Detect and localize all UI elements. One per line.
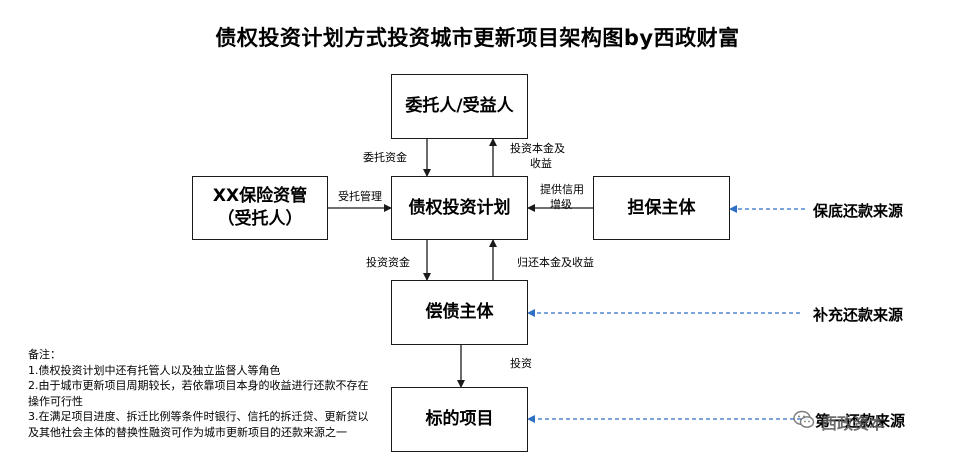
manager-box: XX保险资管 （受托人） [192, 176, 328, 240]
source-supplement: 补充还款来源 [813, 306, 904, 324]
notes-item-1: 1.债权投资计划中还有托管人以及独立监督人等角色 [28, 363, 281, 377]
diagram-title: 债权投资计划方式投资城市更新项目架构图by西政财富 [215, 26, 740, 50]
label-return-line1: 投资本金及 [510, 142, 565, 155]
source-first: 第一还款来源 [815, 412, 906, 430]
debtor-box: 偿债主体 [391, 280, 528, 345]
guarantor-box: 担保主体 [593, 176, 730, 240]
project-label: 标的项目 [425, 409, 494, 430]
notes-item-3: 3.在满足项目进度、拆迁比例等条件时银行、信托的拆迁贷、更新贷以及其他社会主体的… [28, 410, 369, 440]
notes-block: 备注： 1.债权投资计划中还有托管人以及独立监督人等角色 2.由于城市更新项目周… [28, 347, 373, 441]
notes-item-2: 2.由于城市更新项目周期较长，若依靠项目本身的收益进行还款不存在操作可行性 [28, 379, 369, 408]
project-box: 标的项目 [391, 387, 528, 452]
label-entrust-funds: 委托资金 [363, 151, 407, 164]
watermark: 西政资本 [793, 410, 885, 434]
label-invest: 投资 [510, 357, 532, 370]
plan-box: 债权投资计划 [391, 176, 528, 240]
trustor-box: 委托人/受益人 [391, 74, 528, 139]
plan-label: 债权投资计划 [408, 197, 511, 218]
trustor-label: 委托人/受益人 [405, 96, 514, 117]
manager-label-line1: XX保险资管 [212, 186, 308, 207]
label-repay: 归还本金及收益 [517, 256, 594, 269]
label-return-line2: 收益 [530, 156, 552, 170]
label-entrusted-management: 受托管理 [338, 190, 382, 203]
label-credit-enhancement: 提供信用 增级 [540, 183, 584, 213]
label-credit-line2: 增级 [550, 197, 572, 211]
notes-heading: 备注： [28, 348, 61, 361]
watermark-text: 西政资本 [821, 414, 886, 433]
debtor-label: 偿债主体 [425, 302, 494, 323]
label-return-to-trustor: 投资本金及 收益 [510, 142, 565, 172]
guarantor-label: 担保主体 [627, 197, 696, 218]
source-fallback: 保底还款来源 [813, 202, 904, 220]
label-invest-funds: 投资资金 [366, 256, 410, 269]
wechat-icon [793, 410, 815, 434]
manager-label-line2: （受托人） [217, 209, 303, 229]
label-credit-line1: 提供信用 [540, 183, 584, 196]
